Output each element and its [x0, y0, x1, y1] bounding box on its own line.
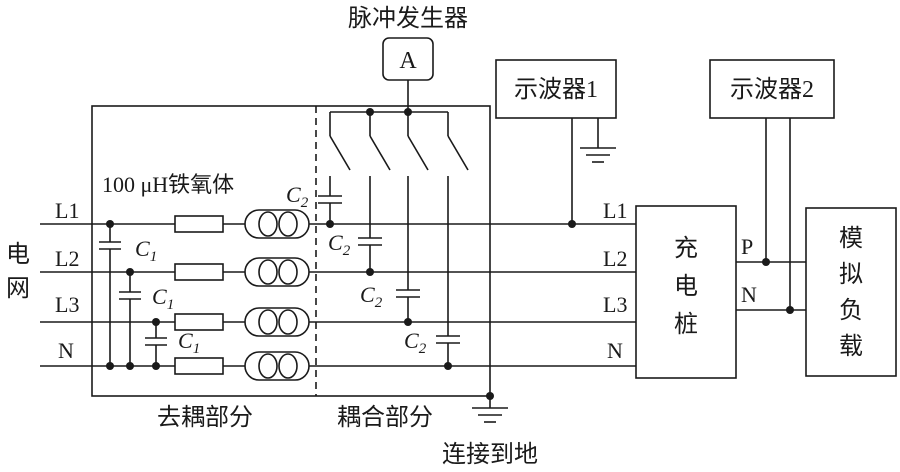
line-label-right-l3: L3 — [603, 292, 627, 317]
ferrite-label: 100 μH铁氧体 — [102, 172, 234, 197]
line-label-right-n: N — [607, 338, 623, 363]
c1-label-1: C1 — [135, 236, 157, 265]
load-label-4: 载 — [839, 333, 863, 360]
load-label-2: 拟 — [839, 261, 863, 288]
charger-label-1: 充 — [674, 235, 698, 262]
pulse-generator-label: A — [399, 48, 417, 74]
c1-label-3: C1 — [178, 328, 200, 357]
decoupling-section-label: 去耦部分 — [157, 404, 253, 431]
c2-label-2: C2 — [328, 230, 351, 259]
charger-label-3: 桩 — [674, 311, 698, 338]
filter-enclosure — [91, 105, 491, 397]
grid-label-1: 电 — [6, 241, 30, 268]
c2-label-4: C2 — [404, 328, 427, 357]
ground-label: 连接到地 — [442, 441, 538, 468]
line-label-right-l2: L2 — [603, 246, 627, 271]
line-label-left-l3: L3 — [55, 292, 79, 317]
line-label-left-l2: L2 — [55, 246, 79, 271]
grid-label-2: 网 — [6, 276, 30, 302]
output-label-p: P — [741, 234, 753, 259]
load-label-3: 负 — [839, 297, 863, 324]
c2-label-3: C2 — [360, 282, 383, 311]
c2-label-1: C2 — [286, 182, 309, 211]
load-label-1: 模 — [839, 225, 863, 252]
line-label-left-n: N — [58, 338, 74, 363]
oscilloscope-1-label: 示波器1 — [514, 76, 598, 103]
load-box — [805, 207, 897, 377]
oscilloscope-2-label: 示波器2 — [730, 76, 814, 103]
oscilloscope-2-box — [709, 59, 835, 119]
line-label-left-l1: L1 — [55, 198, 79, 223]
line-label-right-l1: L1 — [603, 198, 627, 223]
charger-box — [635, 205, 737, 379]
oscilloscope-1-box — [495, 59, 617, 119]
c1-label-2: C1 — [152, 284, 174, 313]
coupling-section-label: 耦合部分 — [337, 404, 433, 431]
charger-label-2: 电 — [674, 273, 698, 300]
output-label-n: N — [741, 282, 757, 307]
pulse-generator-title: 脉冲发生器 — [348, 5, 468, 32]
